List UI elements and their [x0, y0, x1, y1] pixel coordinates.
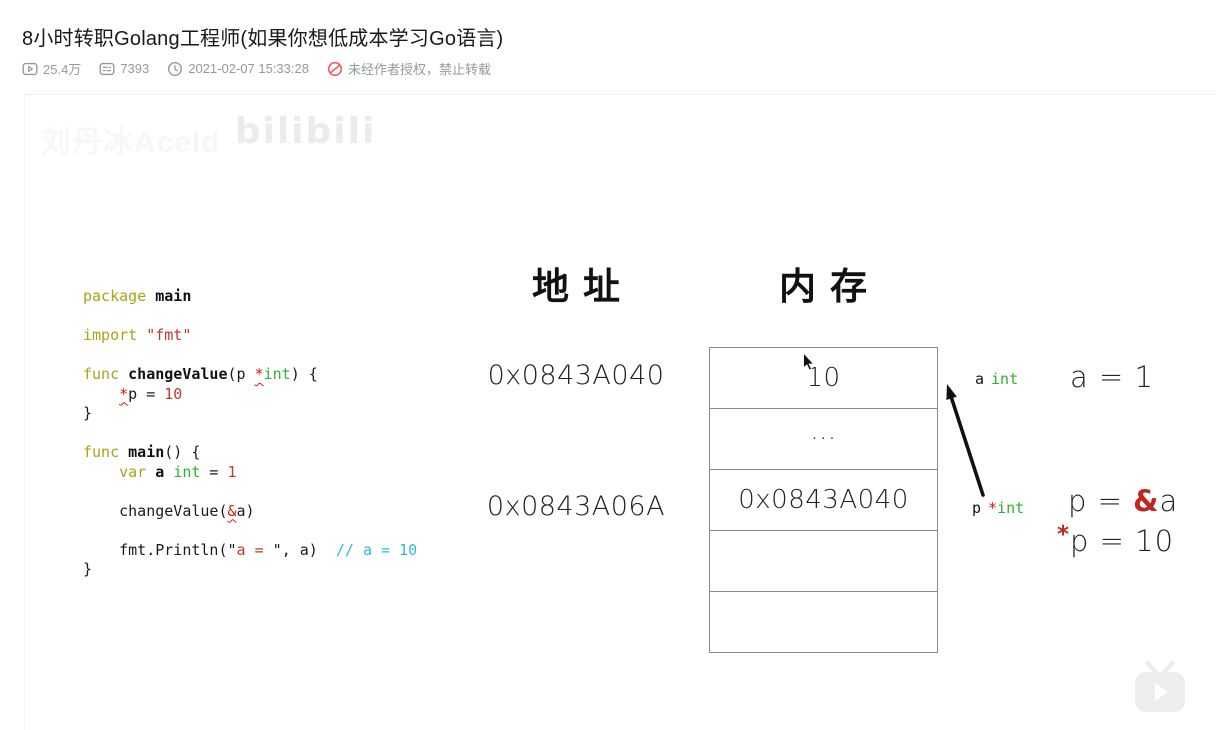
code-line: import "fmt" [83, 326, 192, 344]
annotation-star: * [1057, 522, 1071, 548]
code-line: *p = 10 [119, 384, 183, 403]
video-page-header: 8小时转职Golang工程师(如果你想低成本学习Go语言) 25.4万 7393 [0, 0, 1216, 94]
danmaku-count-stat: 7393 [99, 61, 149, 77]
code-line: func main() { [83, 443, 201, 461]
view-count-stat: 25.4万 [22, 59, 81, 78]
var-a-name: a [975, 370, 985, 388]
annotation-p-var: a [1159, 484, 1179, 518]
clock-icon [167, 61, 183, 77]
publish-time-stat: 2021-02-07 15:33:28 [167, 61, 309, 77]
code-line: fmt.Println("a = ", a) // a = 10 [83, 540, 418, 559]
copyright-notice-stat: 未经作者授权，禁止转载 [327, 59, 491, 78]
danmaku-icon [99, 61, 115, 77]
address-value-p: 0x0843A06A [486, 491, 666, 522]
page-title: 8小时转职Golang工程师(如果你想低成本学习Go语言) [22, 28, 504, 50]
play-count-icon [22, 61, 38, 77]
annotation-a-value: a = 1 [1070, 360, 1154, 394]
code-line [83, 521, 417, 541]
code-line [83, 424, 417, 444]
code-line [83, 346, 417, 366]
bilibili-tv-icon [1127, 658, 1193, 725]
code-line: var a int = 1 [119, 462, 237, 481]
publish-time: 2021-02-07 15:33:28 [188, 61, 309, 76]
memory-cell: 0x0843A040 [709, 469, 938, 531]
address-value-a: 0x0843A040 [487, 360, 665, 391]
pointer-arrow [946, 384, 985, 497]
annotation-p-prefix: p = [1068, 484, 1134, 518]
code-line: } [83, 404, 93, 422]
memory-cell [709, 591, 938, 653]
variable-label-p: p *int [972, 499, 1024, 517]
annotation-p-value: p = &a [1068, 484, 1178, 518]
code-line: func changeValue(p *int) { [83, 365, 318, 383]
danmaku-count: 7393 [120, 61, 150, 76]
var-p-type: int [997, 499, 1025, 517]
memory-cell [709, 530, 938, 592]
mouse-cursor-icon [801, 351, 815, 376]
var-p-name: p [972, 499, 982, 517]
code-line: changeValue(&a) [83, 501, 255, 520]
copyright-notice: 未经作者授权，禁止转载 [347, 62, 491, 77]
annotation-deref-value: *p = 10 [1057, 522, 1174, 558]
video-player[interactable]: 刘丹冰Aceld bilibili package main import "f… [24, 94, 1216, 730]
watermark: 刘丹冰Aceld bilibili [41, 111, 376, 161]
view-count: 25.4万 [43, 62, 82, 77]
var-a-type: int [991, 370, 1019, 388]
code-line [83, 307, 417, 327]
memory-column-header: 内存 [779, 264, 881, 308]
code-line: } [83, 560, 93, 578]
annotation-ampersand: & [1133, 484, 1160, 518]
memory-cell: ··· [709, 408, 938, 470]
watermark-author: 刘丹冰Aceld [41, 126, 221, 159]
memory-table: 10···0x0843A040 [709, 347, 938, 653]
code-block: package main import "fmt" func changeVal… [83, 287, 417, 580]
video-stats: 25.4万 7393 2021-02-07 15:33:28 [22, 59, 491, 78]
code-line [83, 482, 417, 502]
code-line: package main [83, 287, 192, 305]
annotation-deref-text: p = 10 [1070, 524, 1175, 558]
memory-cell: 10 [709, 347, 938, 409]
address-column-header: 地址 [532, 264, 634, 308]
bilibili-logo: bilibili [234, 111, 377, 152]
var-p-star: * [988, 499, 998, 517]
forbidden-icon [327, 61, 343, 77]
